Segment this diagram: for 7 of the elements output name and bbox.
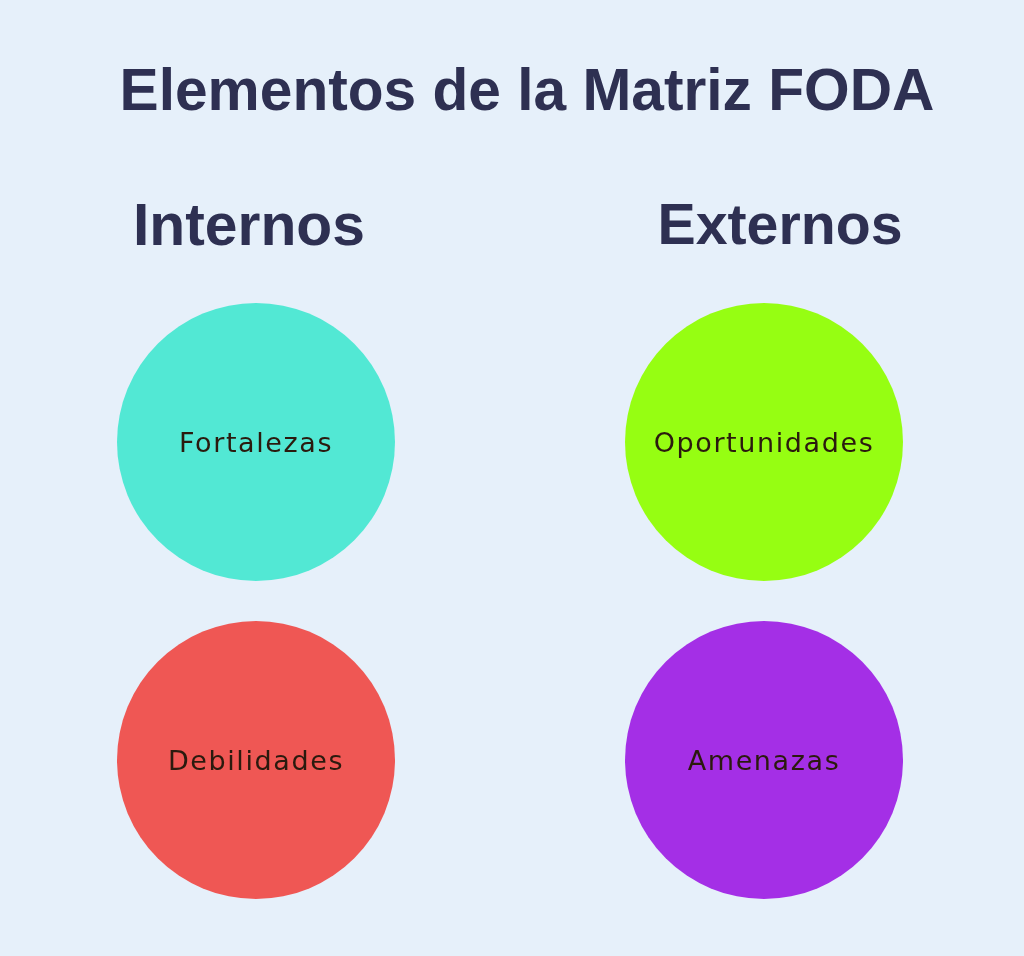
column-heading: Externos xyxy=(657,193,903,256)
column-heading: Internos xyxy=(133,193,365,258)
node-label: Debilidades xyxy=(167,744,345,776)
title: Elementos de la Matriz FODA xyxy=(119,58,935,123)
node-label: Amenazas xyxy=(687,744,841,776)
node-label: Fortalezas xyxy=(178,426,334,458)
node-label: Oportunidades xyxy=(653,426,875,458)
